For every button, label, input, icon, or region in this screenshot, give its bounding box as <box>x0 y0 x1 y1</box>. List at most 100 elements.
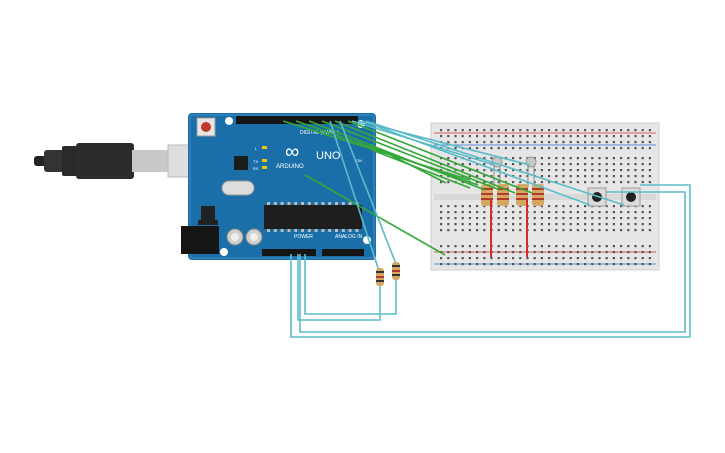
breadboard-hole <box>454 211 457 214</box>
breadboard-hole <box>569 181 572 184</box>
breadboard-hole <box>584 135 587 138</box>
led-tx-label: TX <box>253 159 258 164</box>
breadboard-hole <box>641 169 644 172</box>
breadboard-hole <box>526 141 529 144</box>
breadboard-hole <box>461 245 464 248</box>
pushbutton-2[interactable] <box>621 187 641 207</box>
green-wires[interactable] <box>282 120 533 256</box>
breadboard-hole <box>476 245 479 248</box>
breadboard-hole <box>468 163 471 166</box>
breadboard-hole <box>576 263 579 266</box>
breadboard-hole <box>504 245 507 248</box>
external-resistor-2[interactable] <box>392 262 400 280</box>
breadboard-hole <box>519 245 522 248</box>
breadboard-hole <box>483 147 486 150</box>
breadboard-hole <box>476 251 479 254</box>
teal-wires[interactable] <box>290 120 691 338</box>
breadboard[interactable] <box>430 122 660 271</box>
breadboard-hole <box>540 217 543 220</box>
breadboard-hole <box>461 251 464 254</box>
breadboard-hole <box>562 157 565 160</box>
usb-cable-icon[interactable] <box>34 143 205 179</box>
breadboard-hole <box>584 157 587 160</box>
breadboard-hole <box>504 223 507 226</box>
breadboard-hole <box>540 229 543 232</box>
breadboard-hole <box>612 181 615 184</box>
breadboard-hole <box>598 251 601 254</box>
external-resistor-1[interactable] <box>376 268 384 286</box>
arduino-logo-symbol: ∞ <box>285 141 299 163</box>
breadboard-hole <box>620 217 623 220</box>
breadboard-hole <box>605 129 608 132</box>
reset-button-icon[interactable] <box>196 117 216 137</box>
breadboard-hole <box>504 147 507 150</box>
breadboard-hole <box>562 229 565 232</box>
breadboard-hole <box>504 251 507 254</box>
breadboard-hole <box>591 251 594 254</box>
breadboard-hole <box>476 181 479 184</box>
breadboard-hole <box>454 141 457 144</box>
breadboard-hole <box>562 175 565 178</box>
breadboard-hole <box>584 141 587 144</box>
breadboard-hole <box>605 205 608 208</box>
breadboard-hole <box>620 163 623 166</box>
breadboard-hole <box>504 257 507 260</box>
breadboard-hole <box>476 205 479 208</box>
breadboard-hole <box>584 257 587 260</box>
breadboard-hole <box>576 147 579 150</box>
breadboard-hole <box>497 147 500 150</box>
breadboard-hole <box>598 135 601 138</box>
breadboard-hole <box>648 141 651 144</box>
breadboard-hole <box>519 169 522 172</box>
arduino-uno-board[interactable]: ∞ ARDUINO UNO DIGITAL (PWM~) POWER ANALO… <box>181 113 376 260</box>
breadboard-hole <box>555 157 558 160</box>
breadboard-hole <box>540 147 543 150</box>
breadboard-hole <box>576 135 579 138</box>
breadboard-hole <box>512 141 515 144</box>
breadboard-hole <box>555 181 558 184</box>
breadboard-hole <box>562 251 565 254</box>
breadboard-hole <box>634 163 637 166</box>
breadboard-hole <box>468 217 471 220</box>
breadboard-hole <box>540 175 543 178</box>
breadboard-hole <box>519 175 522 178</box>
breadboard-hole <box>634 263 637 266</box>
breadboard-hole <box>612 211 615 214</box>
breadboard-hole <box>634 175 637 178</box>
breadboard-hole <box>454 217 457 220</box>
breadboard-hole <box>648 175 651 178</box>
breadboard-hole <box>461 229 464 232</box>
breadboard-hole <box>569 163 572 166</box>
breadboard-hole <box>562 129 565 132</box>
mcu-pin <box>287 229 291 232</box>
breadboard-hole <box>591 147 594 150</box>
breadboard-hole <box>519 257 522 260</box>
breadboard-hole <box>548 257 551 260</box>
breadboard-hole <box>548 205 551 208</box>
breadboard-hole <box>454 229 457 232</box>
breadboard-hole <box>612 129 615 132</box>
breadboard-hole <box>591 217 594 220</box>
breadboard-hole <box>461 263 464 266</box>
breadboard-hole <box>440 135 443 138</box>
breadboard-hole <box>627 217 630 220</box>
breadboard-hole <box>504 263 507 266</box>
breadboard-hole <box>569 175 572 178</box>
red-wires[interactable] <box>490 200 528 257</box>
breadboard-hole <box>483 263 486 266</box>
breadboard-hole <box>605 211 608 214</box>
breadboard-hole <box>512 135 515 138</box>
breadboard-hole <box>533 205 536 208</box>
mcu-pin <box>267 229 270 232</box>
breadboard-hole <box>440 211 443 214</box>
breadboard-hole <box>612 245 615 248</box>
breadboard-hole <box>634 217 637 220</box>
breadboard-hole <box>476 169 479 172</box>
breadboard-hole <box>512 263 515 266</box>
breadboard-hole <box>512 245 515 248</box>
breadboard-hole <box>476 129 479 132</box>
breadboard-hole <box>512 229 515 232</box>
breadboard-hole <box>612 163 615 166</box>
breadboard-hole <box>454 263 457 266</box>
